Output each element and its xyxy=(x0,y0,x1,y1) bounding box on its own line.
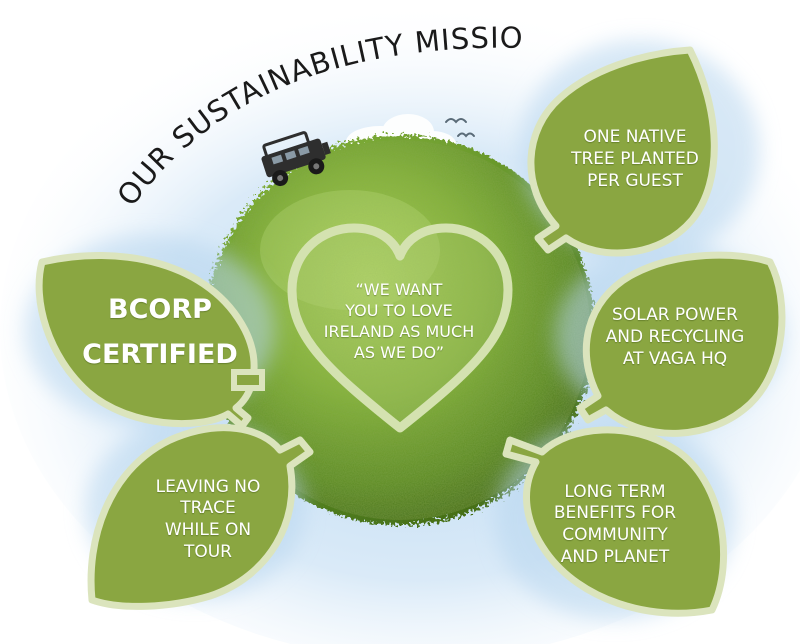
leaf-bcorp xyxy=(35,251,265,430)
heart-quote-text: “WE WANT YOU TO LOVE IRELAND AS MUCH AS … xyxy=(323,280,475,362)
leaf-bcorp-text: BCORP CERTIFIED xyxy=(82,294,238,370)
leaf-no-trace-text: LEAVING NO TRACE WHILE ON TOUR xyxy=(155,476,261,562)
heart-outline xyxy=(287,223,513,433)
leaf-solar xyxy=(576,251,786,437)
leaf-long-term-text: LONG TERM BENEFITS FOR COMMUNITY AND PLA… xyxy=(553,481,677,567)
leaf-native-tree xyxy=(527,46,718,257)
jeep-icon xyxy=(261,131,331,187)
birds-icon xyxy=(445,118,475,138)
leaf-no-trace xyxy=(87,424,314,610)
grass-globe xyxy=(205,135,595,525)
leaf-native-tree-text: ONE NATIVE TREE PLANTED PER GUEST xyxy=(571,127,699,191)
leaf-long-term xyxy=(502,426,727,617)
leaf-solar-text: SOLAR POWER AND RECYCLING AT VAGA HQ xyxy=(605,305,745,369)
